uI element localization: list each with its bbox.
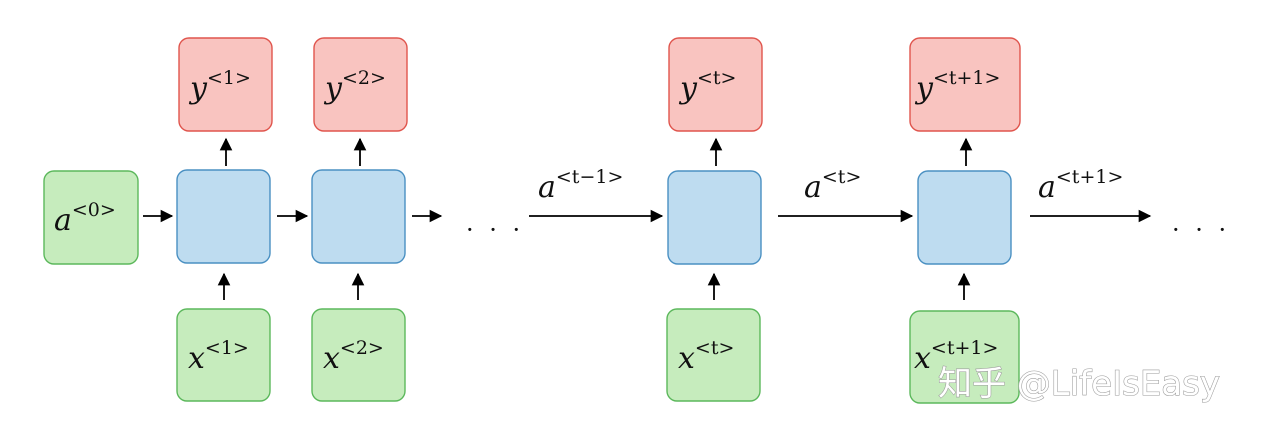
rnn-cell-2 (311, 169, 406, 264)
input-label-t-plus-1: x<t+1> (914, 337, 998, 376)
input-label-2: x<2> (323, 337, 384, 376)
ellipsis-end: · · · (1172, 216, 1230, 244)
hidden-state-label-t: a<t> (804, 166, 861, 205)
input-box-2 (311, 308, 406, 402)
output-label-t-plus-1: y<t+1> (914, 67, 1000, 106)
ellipsis-middle: · · · (466, 216, 524, 244)
output-label-1: y<1> (188, 67, 251, 106)
input-label-t: x<t> (678, 337, 734, 376)
hidden-state-label-t-plus-1: a<t+1> (1038, 166, 1123, 205)
hidden-state-label-t-minus-1: a<t−1> (538, 166, 623, 205)
input-box-t-plus-1 (909, 310, 1020, 404)
output-box-1 (178, 37, 273, 132)
input-label-1: x<1> (188, 337, 249, 376)
input-box-t (666, 308, 761, 402)
rnn-cell-t (667, 170, 762, 265)
input-box-1 (176, 308, 271, 402)
output-label-2: y<2> (323, 67, 386, 106)
watermark: 知乎 @LifeIsEasy (938, 364, 1220, 404)
output-box-t-plus-1 (909, 37, 1021, 132)
output-label-t: y<t> (678, 67, 736, 106)
initial-state-box (43, 170, 139, 265)
rnn-cell-t-plus-1 (917, 170, 1012, 265)
rnn-cell-1 (176, 169, 271, 264)
initial-state-label: a<0> (54, 199, 116, 238)
output-box-t (668, 37, 763, 132)
output-box-2 (313, 37, 408, 132)
